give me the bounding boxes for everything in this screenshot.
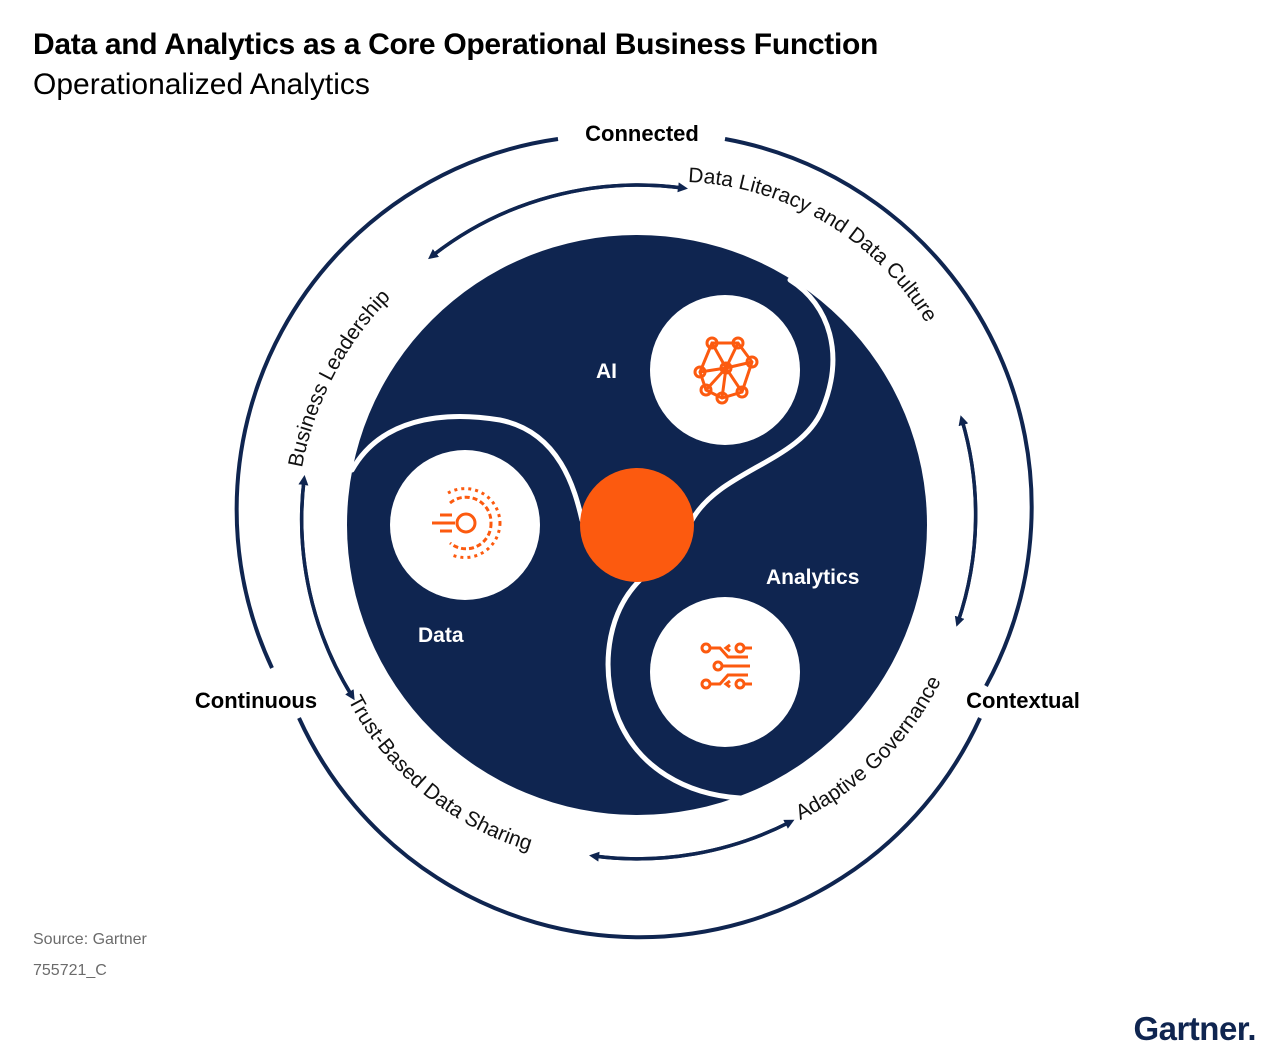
flow-arrows-icon (700, 642, 752, 690)
segment-label-analytics: Analytics (766, 566, 859, 589)
arrow-arc-right-reverse (956, 415, 978, 623)
page-title: Data and Analytics as a Core Operational… (33, 28, 879, 61)
brand-name: Gartner (1133, 1010, 1248, 1047)
outer-ring-arc-top-left (234, 137, 559, 669)
outer-ring (234, 137, 1034, 940)
divider-ai-analytics (689, 277, 836, 523)
brand-logo: Gartner. (1133, 1010, 1256, 1047)
divider-data-ai (349, 414, 585, 523)
swirl-dividers (349, 277, 836, 801)
data-icon-circle (390, 450, 540, 600)
page-subtitle: Operationalized Analytics (33, 68, 370, 101)
arrow-arc-bottom-reverse (589, 820, 791, 862)
outer-ring-arc-top-right (724, 137, 1034, 687)
divider-analytics-data (605, 577, 743, 801)
footer-source: Source: Gartner (33, 931, 147, 948)
footer-code: 755721_C (33, 962, 107, 979)
neural-network-icon (693, 336, 759, 405)
outer-label-continuous: Continuous (195, 688, 317, 713)
outer-label-connected: Connected (585, 121, 699, 146)
segment-label-ai: AI (596, 360, 617, 383)
core-center (580, 468, 694, 582)
analytics-icon-circle (650, 597, 800, 747)
segment-label-data: Data (418, 624, 464, 647)
outer-label-contextual: Contextual (966, 688, 1080, 713)
arrow-arc-left-reverse (298, 475, 354, 697)
outer-ring-arc-bottom (297, 717, 982, 940)
inner-arrows (298, 182, 978, 862)
arrow-arc-top-reverse (430, 182, 688, 258)
data-target-icon (432, 487, 502, 559)
